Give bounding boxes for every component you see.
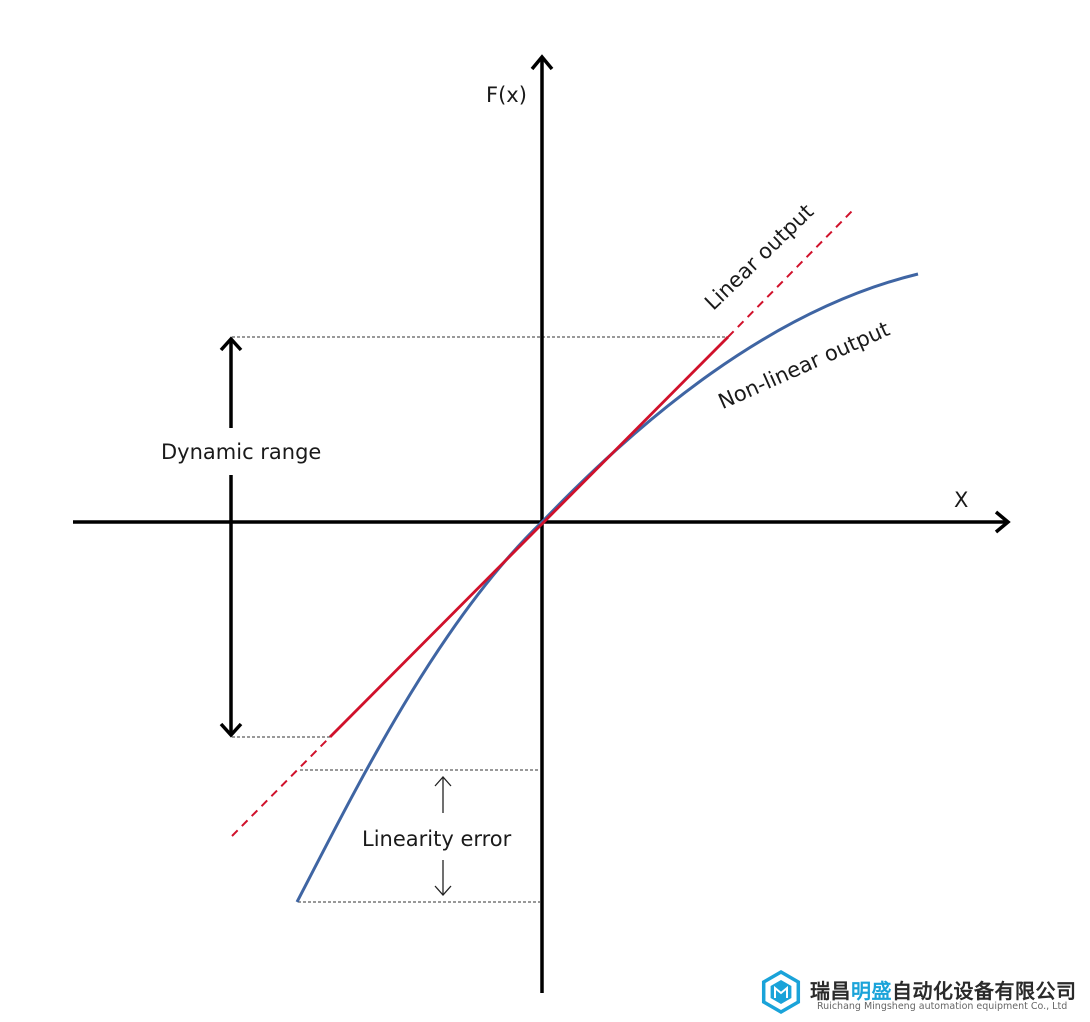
y-axis-label: F(x) <box>486 83 527 107</box>
dynamic-range-label: Dynamic range <box>161 440 322 464</box>
y-axis-arrowhead <box>530 54 554 71</box>
linearity-error-arrowhead-down <box>434 885 452 896</box>
x-axis-arrowhead <box>994 510 1011 534</box>
dynamic-range-arrowhead-up <box>219 336 243 352</box>
dynamic-range-arrowhead-down <box>219 722 243 738</box>
x-axis-label: X <box>954 488 969 512</box>
linear-output-dashed-lower <box>231 736 331 837</box>
company-name-part1: 瑞昌 <box>810 979 851 1003</box>
cube-logo-icon <box>761 969 801 1015</box>
linear-output-dashed-upper <box>727 207 856 338</box>
linearity-error-arrowhead-up <box>434 776 452 787</box>
linearity-error-label: Linearity error <box>362 827 512 851</box>
company-name-en: Ruichang Mingsheng automation equipment … <box>817 1001 1068 1012</box>
company-name-part2: 自动化设备有限公司 <box>892 979 1077 1003</box>
company-name-highlight: 明盛 <box>851 979 892 1003</box>
linear-output-line <box>329 336 729 738</box>
company-name-cn: 瑞昌明盛自动化设备有限公司 <box>810 975 1077 1004</box>
